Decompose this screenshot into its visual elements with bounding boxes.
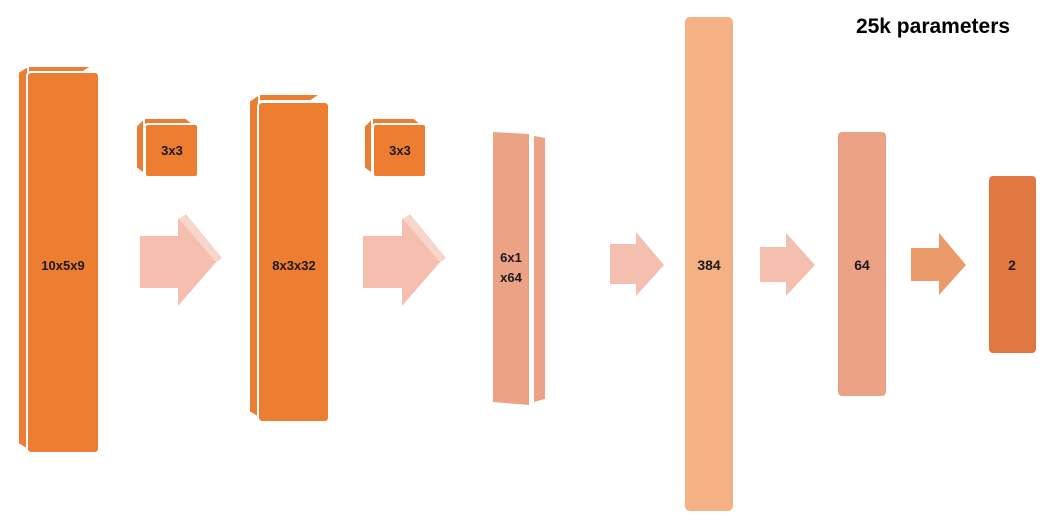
input-layer-block: 10x5x9 [14,64,100,454]
dense-64-layer-label: 64 [854,257,870,273]
output-layer-label: 2 [1008,257,1016,273]
conv-1-layer-block: 8x3x32 [245,92,330,423]
parameter-count-title: 25k parameters [856,15,1010,38]
conv-1-layer-label: 8x3x32 [272,258,315,273]
arrow-5 [911,233,966,295]
conv-2-layer-label-line1: 6x1 [500,250,522,265]
dense-384-layer-label: 384 [697,257,721,273]
conv-2-layer-label-line2: x64 [500,270,522,285]
dense-384-layer-block: 384 [685,17,733,511]
arrow-4 [760,233,815,296]
kernel-2-label: 3x3 [389,143,411,158]
arrow-1 [140,214,222,306]
dense-64-layer-block: 64 [838,132,886,396]
conv-2-layer-block: 6x1 x64 [493,132,545,405]
kernel-1-cube: 3x3 [133,115,199,178]
input-layer-label: 10x5x9 [41,258,84,273]
arrow-3 [610,232,664,296]
arrow-2 [363,214,446,306]
kernel-2-cube: 3x3 [361,115,427,178]
kernel-1-label: 3x3 [161,143,183,158]
output-layer-block: 2 [989,176,1036,353]
